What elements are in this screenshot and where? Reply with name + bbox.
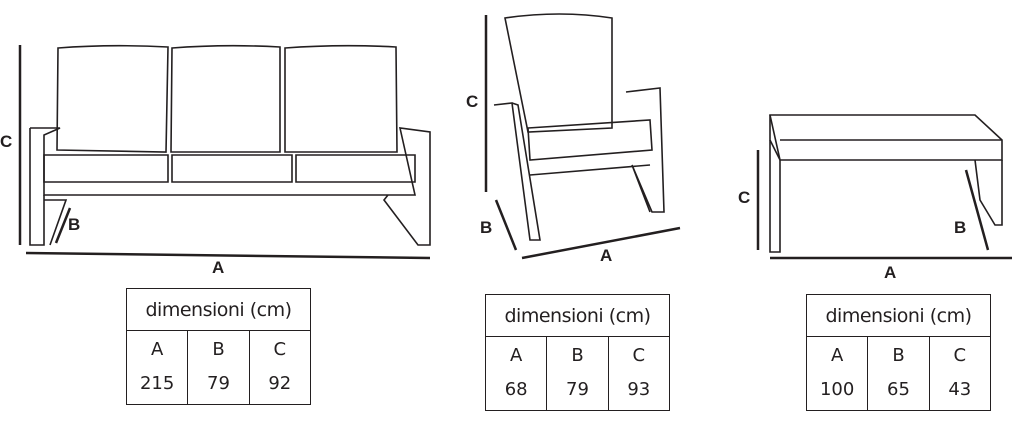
table-dim-a-label: A <box>884 263 897 282</box>
armchair-dim-b-label: B <box>480 218 493 237</box>
armchair-drawing <box>484 13 681 260</box>
header-a: A <box>831 345 844 366</box>
header-c: C <box>953 345 967 366</box>
header-b: B <box>571 345 584 366</box>
sofa-dim-a-label: A <box>212 258 225 277</box>
value-a: 100 <box>819 379 855 400</box>
value-b: 65 <box>887 379 910 400</box>
value-c: 92 <box>268 373 292 394</box>
header-a: A <box>151 339 164 360</box>
sofa-dim-b-label: B <box>68 215 81 234</box>
sofa-dim-c-label: C <box>0 132 13 151</box>
header-c: C <box>273 339 287 360</box>
table-dim-c-label: C <box>738 188 751 207</box>
table-title: dimensioni (cm) <box>127 289 310 331</box>
value-a: 68 <box>504 379 528 400</box>
value-c: 43 <box>948 379 972 400</box>
sofa-drawing <box>18 44 431 260</box>
table-title: dimensioni (cm) <box>807 295 990 337</box>
header-b: B <box>212 339 225 360</box>
table-title: dimensioni (cm) <box>486 295 669 337</box>
armchair-dimensions-table: dimensioni (cm) A 68 B 79 C 93 <box>485 294 670 411</box>
value-b: 79 <box>207 373 230 394</box>
value-b: 79 <box>566 379 589 400</box>
sofa-dimensions-table: dimensioni (cm) A 215 B 79 C 92 <box>126 288 311 405</box>
header-c: C <box>632 345 646 366</box>
table-dim-b-label: B <box>954 218 967 237</box>
armchair-dim-c-label: C <box>466 92 479 111</box>
coffee-table-drawing <box>756 114 1012 260</box>
value-c: 93 <box>627 379 651 400</box>
coffee-table-dimensions-table: dimensioni (cm) A 100 B 65 C 43 <box>806 294 991 411</box>
header-a: A <box>510 345 523 366</box>
header-b: B <box>892 345 905 366</box>
armchair-dim-a-label: A <box>600 246 613 265</box>
value-a: 215 <box>139 373 175 394</box>
